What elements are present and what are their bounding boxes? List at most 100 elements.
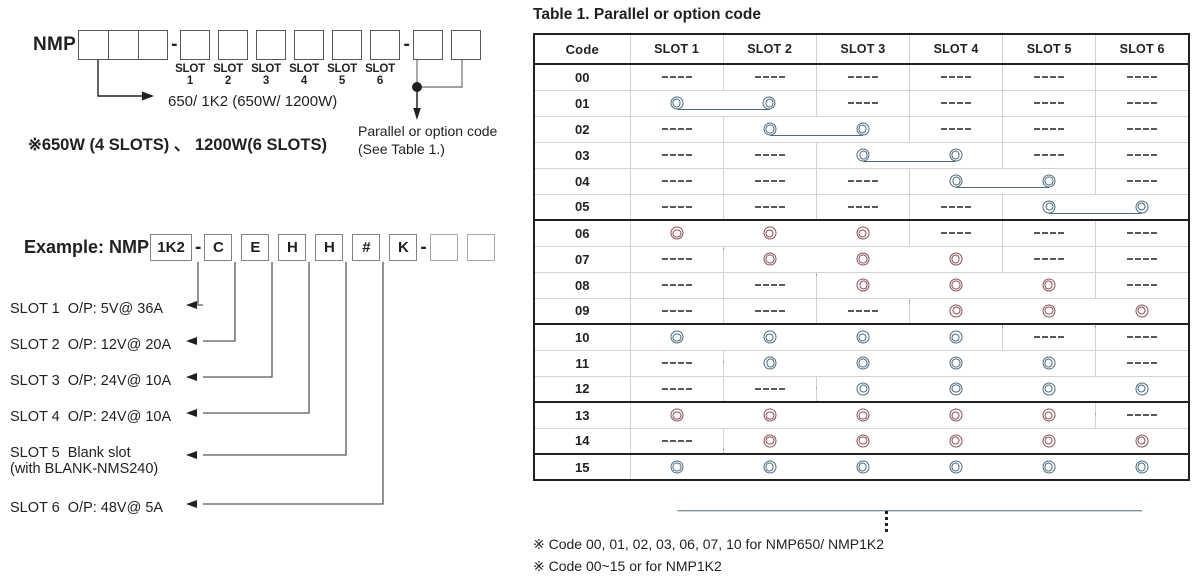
connector-ring-icon (949, 304, 963, 318)
slot-box-6[interactable] (370, 30, 401, 60)
example-desc-slot-text-4: O/P: 24V@ 10A (67, 409, 172, 425)
example-slot-code-5[interactable]: # (352, 234, 381, 261)
footnote-2: ※ Code 00~15 or for NMP1K2 (533, 558, 722, 574)
example-slot-code-2[interactable]: E (241, 234, 270, 261)
example-slot-code-6[interactable]: K (389, 234, 418, 261)
slot-label-4: SLOT 4 (289, 63, 319, 87)
connector-ring-icon (670, 226, 684, 240)
model-number-diagram: NMP - - (33, 30, 481, 60)
option-box-1[interactable] (412, 30, 443, 60)
cell-empty (722, 375, 817, 403)
slot-box-5[interactable] (332, 30, 363, 60)
table-row: 01 (533, 89, 1191, 117)
cell-empty (1002, 89, 1097, 117)
cell-empty (908, 193, 1004, 221)
slot-label-1: SLOT 1 (175, 63, 205, 87)
slot-label-2: SLOT 2 (213, 63, 243, 87)
power-box-1[interactable] (78, 30, 109, 60)
cell-parallel-link (629, 401, 1097, 428)
cell-empty (629, 271, 724, 299)
cell-parallel-link (1002, 193, 1191, 221)
cell-parallel-link (722, 245, 1004, 272)
cell-code: 09 (533, 297, 631, 325)
col-header-slot-4: SLOT 4 (908, 33, 1004, 65)
no-connection-icon (754, 387, 785, 390)
example-option-code-2[interactable] (466, 234, 495, 261)
no-connection-icon (1127, 361, 1158, 364)
no-connection-icon (847, 101, 878, 104)
connector-ring-icon (1042, 304, 1056, 318)
connector-ring-icon (856, 460, 870, 474)
parallel-option-code-panel: Table 1. Parallel or option code Code SL… (533, 0, 1200, 588)
slot-box-3[interactable] (256, 30, 287, 60)
connector-ring-icon (1135, 382, 1149, 396)
example-slot-code-4[interactable]: H (315, 234, 344, 261)
connector-ring-icon (1135, 434, 1149, 448)
cell-empty (629, 375, 724, 403)
no-connection-icon (1127, 101, 1158, 104)
example-slot-code-1[interactable]: C (204, 234, 233, 261)
connector-ring-icon (1042, 434, 1056, 448)
cell-parallel-link (629, 323, 1004, 350)
no-connection-icon (1127, 336, 1158, 339)
nmp-prefix-label: NMP (33, 34, 77, 55)
table-row: 15 (533, 453, 1190, 480)
connector-ring-icon (763, 434, 777, 448)
connector-ring-icon (949, 408, 963, 422)
table-row: 12 (533, 375, 1190, 403)
example-desc-slot-text-6: O/P: 48V@ 5A (67, 500, 164, 516)
slot-box-2[interactable] (218, 30, 249, 60)
no-connection-icon (661, 283, 692, 286)
cell-parallel-link (815, 141, 1004, 169)
no-connection-icon (1127, 153, 1158, 156)
connector-ring-icon (949, 382, 963, 396)
no-connection-icon (754, 309, 785, 312)
example-option-code-1[interactable] (429, 234, 458, 261)
example-desc-slot-label-3: SLOT 3 (10, 373, 60, 389)
no-connection-icon (1034, 153, 1065, 156)
cell-empty (629, 193, 724, 221)
no-connection-icon (1127, 127, 1158, 130)
cell-empty (815, 63, 910, 91)
no-connection-icon (661, 309, 692, 312)
option-code-note-line1: Parallel or option code (358, 123, 498, 139)
example-desc-slot-4: SLOT 4 O/P: 24V@ 10A (10, 409, 171, 425)
slot-box-1[interactable] (180, 30, 211, 60)
no-connection-icon (1127, 232, 1158, 235)
cell-empty (629, 167, 724, 195)
cell-code: 04 (533, 167, 631, 195)
power-box-2[interactable] (108, 30, 139, 60)
no-connection-icon (661, 153, 692, 156)
connector-ring-icon (856, 434, 870, 448)
cell-parallel-link (815, 271, 1097, 298)
connector-ring-icon (1042, 382, 1056, 396)
example-power-code[interactable]: 1K2 (150, 234, 193, 261)
example-slot-code-3[interactable]: H (278, 234, 307, 261)
col-header-slot-3: SLOT 3 (815, 33, 910, 65)
example-desc-slot-2: SLOT 2 O/P: 12V@ 20A (10, 337, 171, 353)
option-box-2[interactable] (450, 30, 481, 60)
example-desc-slot-3: SLOT 3 O/P: 24V@ 10A (10, 373, 171, 389)
cell-empty (629, 297, 724, 325)
no-connection-icon (847, 179, 878, 182)
table-header-row: Code SLOT 1 SLOT 2 SLOT 3 SLOT 4 SLOT 5 … (533, 33, 1191, 65)
slot-box-4[interactable] (294, 30, 325, 60)
no-connection-icon (941, 205, 972, 208)
example-desc-slot-text-2: O/P: 12V@ 20A (67, 337, 172, 353)
cell-empty (908, 89, 1004, 117)
connector-ring-icon (949, 174, 963, 188)
connector-ring-icon (1042, 200, 1056, 214)
power-box-3[interactable] (138, 30, 169, 60)
example-desc-slot-label-4: SLOT 4 (10, 409, 60, 425)
cell-code: 07 (533, 245, 631, 273)
table-row: 06 (533, 219, 1191, 246)
model-separator-2: - (403, 34, 410, 55)
example-desc-slot-5: SLOT 5 Blank slot (with BLANK-NMS240) (10, 445, 158, 477)
example-desc-slot-1: SLOT 1 O/P: 5V@ 36A (10, 301, 163, 317)
no-connection-icon (1127, 414, 1158, 417)
cell-empty (629, 63, 724, 91)
cell-code: 02 (533, 115, 631, 143)
connector-ring-icon (949, 356, 963, 370)
cell-empty (1095, 63, 1191, 91)
connector-ring-icon (1042, 356, 1056, 370)
